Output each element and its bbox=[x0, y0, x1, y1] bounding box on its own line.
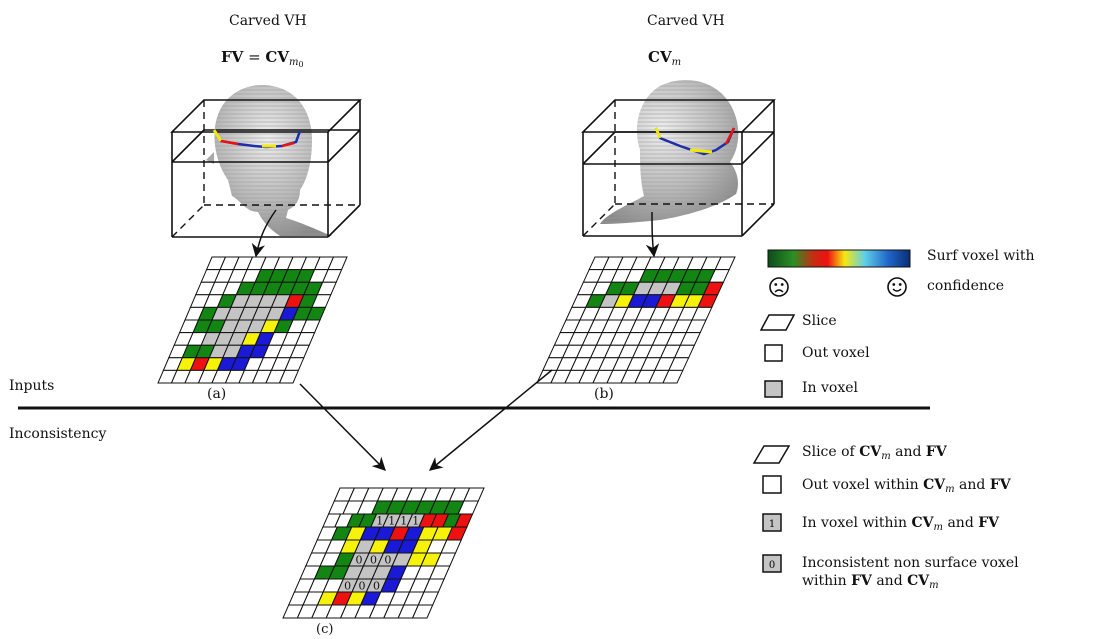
arrow-a-to-c bbox=[299, 383, 386, 471]
slice-of-text: Slice of bbox=[802, 444, 860, 460]
in-voxel-within-legend-swatch bbox=[762, 513, 782, 532]
panel-label-a: (a) bbox=[207, 386, 227, 402]
and-text-4: and bbox=[871, 573, 908, 589]
inputs-label: Inputs bbox=[9, 378, 55, 394]
inconsistent-label-line1: Inconsistent non surface voxel bbox=[802, 555, 1019, 571]
slice-grid-b bbox=[536, 256, 736, 384]
left-equation: FV = CVm0 bbox=[221, 48, 304, 69]
m-sub: m bbox=[288, 57, 299, 68]
surf-voxel-label: Surf voxel with bbox=[927, 248, 1035, 264]
within-text: within bbox=[802, 573, 852, 589]
confidence-gradient-bar bbox=[767, 249, 911, 268]
arrow-b-to-c bbox=[428, 369, 553, 471]
arrow-a-down bbox=[251, 209, 277, 258]
inc-box-digit: 0 bbox=[769, 560, 775, 571]
in-voxel-legend-swatch bbox=[764, 380, 783, 398]
in-voxel-within-label: In voxel within CVm and FV bbox=[802, 515, 999, 533]
slice-grid-a bbox=[157, 256, 348, 384]
m-sub-4: m bbox=[929, 580, 939, 591]
voxel-cell-digit: 1 bbox=[400, 515, 407, 528]
cv-text-4: CV bbox=[907, 573, 930, 589]
fv-text-1: FV bbox=[925, 444, 947, 460]
out-voxel-label: Out voxel bbox=[802, 345, 870, 361]
inconsistent-voxel-legend-swatch bbox=[762, 554, 782, 573]
voxel-cell-digit: 0 bbox=[356, 554, 363, 567]
out-within-text: Out voxel within bbox=[802, 477, 924, 493]
slice-of-cv-fv-legend-icon bbox=[752, 445, 791, 464]
sad-face-icon bbox=[769, 277, 789, 297]
and-text-2: and bbox=[954, 477, 990, 493]
confidence-label: confidence bbox=[927, 278, 1005, 294]
cv-symbol-right: CV bbox=[648, 48, 672, 66]
slice-legend-icon bbox=[759, 314, 796, 331]
right-voxel-hull-box bbox=[581, 80, 776, 237]
fv-text-4: FV bbox=[851, 573, 872, 589]
inconsistent-label-line2: within FV and CVm bbox=[802, 573, 939, 591]
left-caption: Carved VH bbox=[229, 13, 307, 29]
voxel-cell-digit: 1 bbox=[376, 515, 383, 528]
m-sub-1: m bbox=[881, 451, 891, 462]
m-sub-3: m bbox=[933, 522, 943, 533]
m-sub-2: m bbox=[945, 484, 955, 495]
voxel-cell-digit: 0 bbox=[370, 554, 377, 567]
inconsistency-label: Inconsistency bbox=[9, 426, 107, 442]
happy-face-icon bbox=[887, 277, 907, 297]
fv-text-2: FV bbox=[989, 477, 1011, 493]
in-within-text: In voxel within bbox=[802, 515, 912, 531]
voxel-cell bbox=[662, 369, 684, 384]
voxel-cell-digit: 1 bbox=[388, 515, 395, 528]
m-sub-right: m bbox=[671, 57, 682, 68]
and-text-3: and bbox=[943, 515, 979, 531]
right-caption: Carved VH bbox=[647, 13, 725, 29]
voxel-cell-digit: 0 bbox=[344, 580, 351, 593]
voxel-cell-digit: 0 bbox=[384, 554, 391, 567]
cv-symbol: CV bbox=[265, 48, 289, 66]
cv-text-1: CV bbox=[859, 444, 882, 460]
cv-text-2: CV bbox=[923, 477, 946, 493]
right-label: CVm bbox=[648, 48, 681, 68]
out-voxel-within-label: Out voxel within CVm and FV bbox=[802, 477, 1011, 495]
left-voxel-hull-box bbox=[170, 85, 362, 238]
zero-subsub: 0 bbox=[298, 60, 304, 69]
in-voxel-label: In voxel bbox=[802, 380, 858, 396]
fv-text-3: FV bbox=[978, 515, 1000, 531]
voxel-cell bbox=[411, 604, 434, 619]
out-voxel-within-legend-swatch bbox=[762, 475, 782, 494]
right-head-icon bbox=[600, 80, 739, 224]
left-head-icon bbox=[206, 85, 332, 236]
voxel-cell-digit: 0 bbox=[359, 580, 366, 593]
arrow-b-down bbox=[645, 211, 660, 258]
cv-text-3: CV bbox=[911, 515, 934, 531]
voxel-cell bbox=[278, 369, 300, 384]
slice-of-cv-fv-label: Slice of CVm and FV bbox=[802, 444, 947, 462]
in-box-digit: 1 bbox=[769, 519, 775, 530]
slice-label: Slice bbox=[802, 313, 837, 329]
and-text-1: and bbox=[890, 444, 926, 460]
voxel-cell-digit: 1 bbox=[412, 515, 419, 528]
panel-label-c: (c) bbox=[316, 622, 334, 637]
out-voxel-legend-swatch bbox=[764, 344, 783, 362]
voxel-cell-digit: 0 bbox=[373, 580, 380, 593]
panel-label-b: (b) bbox=[594, 386, 614, 402]
fv-symbol: FV bbox=[221, 48, 244, 66]
